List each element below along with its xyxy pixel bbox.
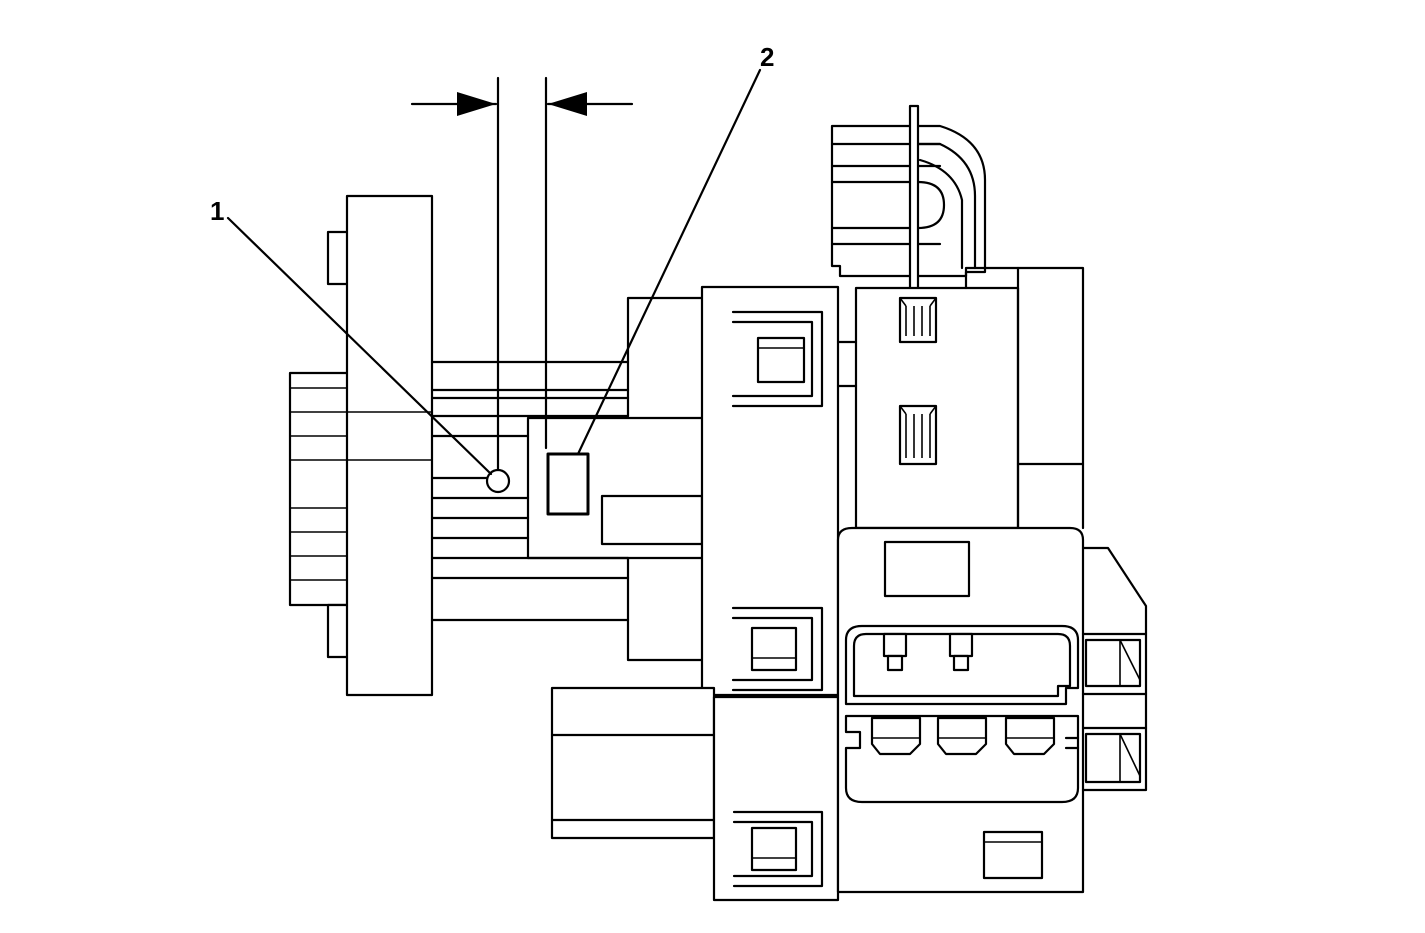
bottom-connector xyxy=(550,686,840,902)
right-arrow-icon xyxy=(548,92,587,116)
callout-2: 2 xyxy=(576,42,774,456)
shaft-rails xyxy=(430,360,704,622)
terminal-slot-lower xyxy=(898,404,938,466)
dimension-indicator xyxy=(410,76,634,472)
left-arrow-icon xyxy=(457,92,496,116)
callout-2-label: 2 xyxy=(760,42,774,72)
pin-row-upper xyxy=(882,632,974,672)
right-housing xyxy=(836,266,1085,894)
callout-1: 1 xyxy=(210,196,493,476)
reference-hole xyxy=(485,468,511,494)
middle-connector xyxy=(626,285,840,697)
terminal-slot-upper xyxy=(898,296,938,344)
side-latch xyxy=(1081,546,1148,792)
left-housing xyxy=(288,194,434,697)
pin-row-lower xyxy=(870,716,1056,756)
callout-1-label: 1 xyxy=(210,196,224,226)
alignment-mark xyxy=(546,452,590,516)
top-harness xyxy=(830,104,987,292)
